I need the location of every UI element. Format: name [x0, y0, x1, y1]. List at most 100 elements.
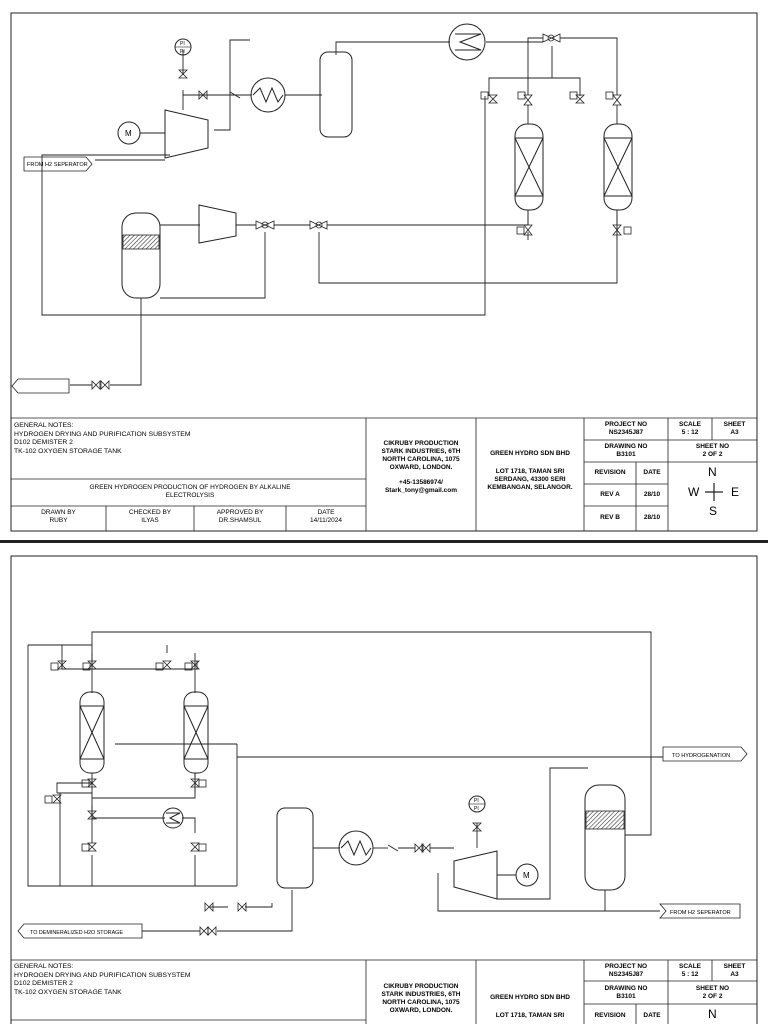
title-block-grid — [11, 417, 757, 531]
date-value: 14/11/2024 — [309, 517, 343, 524]
adsorber-column-1 — [79, 691, 105, 774]
to-demineralized-connector — [17, 923, 143, 939]
compass-n: N — [708, 465, 717, 479]
title-block-grid — [11, 959, 757, 1024]
motor — [515, 863, 539, 887]
separator-vessel — [584, 784, 626, 891]
sheet-no-value: 2 OF 2 — [702, 993, 723, 1000]
drawn-by-label: DRAWN BY — [41, 509, 76, 516]
date-label: DATE — [317, 509, 335, 516]
compass-e: E — [731, 485, 740, 499]
pi-label-bottom: PI — [180, 49, 185, 55]
rev-a: REV A — [600, 491, 620, 498]
to-demineralized-label: TO DEMINERALIZED H2O STORAGE — [30, 930, 123, 936]
rev-date-label: DATE — [643, 469, 661, 476]
scale-label: SCALE — [678, 421, 702, 428]
heat-exchanger-1 — [250, 77, 286, 113]
heat-exchanger-1 — [338, 830, 374, 866]
from-separator-connector — [23, 156, 93, 172]
compass-w: W — [688, 485, 700, 499]
from-separator-connector — [659, 903, 741, 919]
check-valve — [229, 91, 241, 99]
pressure-indicator — [174, 38, 192, 56]
sheet-border — [10, 555, 758, 1024]
adsorber-column-1 — [514, 123, 544, 211]
general-notes: GENERAL NOTES: HYDROGEN DRYING AND PURIF… — [14, 963, 191, 996]
sheet-value: A3 — [730, 971, 739, 978]
pi-label-top: PI — [474, 798, 479, 804]
drawn-by-value: RUBY — [49, 517, 68, 524]
compressor-2 — [198, 204, 237, 244]
approved-by-value: DR.SHAMSUL — [218, 517, 262, 524]
rev-b: REV B — [600, 514, 620, 521]
from-separator-label: FROM H2 SEPERATOR — [27, 162, 88, 168]
drawing-no-label: DRAWING NO — [604, 443, 648, 450]
compressor-1 — [164, 109, 209, 159]
drawing-no-value: B3101 — [616, 993, 636, 1000]
outlet-connector — [11, 378, 70, 394]
client-block: GREEN HYDRO SDN BHD LOT 1718, TAMAN SRI — [490, 994, 570, 1019]
checked-by-label: CHECKED BY — [128, 509, 172, 516]
pid-diagram-1: PI PI M — [10, 12, 758, 532]
motor-label: M — [125, 129, 132, 138]
project-no-value: NS2345J87 — [608, 971, 644, 978]
rev-b-date: 28/10 — [643, 514, 661, 521]
compressor — [453, 850, 498, 900]
knockout-drum — [319, 51, 353, 138]
process-lines — [41, 37, 618, 386]
to-hydrogenation-label: TO HYDROGENATION — [672, 753, 730, 759]
general-notes: GENERAL NOTES: HYDROGEN DRYING AND PURIF… — [14, 422, 191, 455]
scale-value: 5 : 12 — [681, 429, 699, 436]
compass-s: S — [709, 504, 718, 518]
heat-exchanger-2 — [448, 23, 486, 61]
project-no-label: PROJECT NO — [604, 963, 648, 970]
drawing-no-label: DRAWING NO — [604, 985, 648, 992]
revision-label: REVISION — [594, 469, 626, 476]
sheet-label: SHEET — [723, 421, 746, 428]
knockout-drum — [276, 807, 314, 889]
rev-date-label: DATE — [643, 1012, 661, 1019]
actuator-boxes — [44, 662, 207, 852]
checked-by-value: ILYAS — [141, 517, 159, 524]
pid-diagram-2: PI PI — [10, 555, 758, 1024]
compass-rose — [705, 483, 723, 501]
project-no-label: PROJECT NO — [604, 421, 648, 428]
sheet-no-label: SHEET NO — [695, 985, 730, 992]
from-separator-label: FROM H2 SEPERATOR — [670, 910, 731, 916]
to-hydrogenation-connector — [662, 746, 748, 762]
actuator-boxes — [480, 91, 632, 235]
revision-label: REVISION — [594, 1012, 626, 1019]
pi-label-bottom: PI — [474, 806, 479, 812]
scale-label: SCALE — [678, 963, 702, 970]
sheet-border — [10, 12, 758, 532]
designer-block: CIKRUBY PRODUCTION STARK INDUSTRIES, 6TH… — [381, 983, 461, 1014]
heat-exchanger-2 — [162, 807, 184, 829]
sheet-divider — [0, 540, 768, 543]
motor-label: M — [523, 871, 530, 880]
project-title: GREEN HYDROGEN PRODUCTION OF HYDROGEN BY… — [89, 484, 291, 499]
drawing-sheet-1: PI PI M — [10, 12, 758, 532]
client-block: GREEN HYDRO SDN BHD LOT 1718, TAMAN SRI … — [487, 450, 573, 491]
project-no-value: NS2345J87 — [608, 429, 644, 436]
gate-valves — [52, 660, 482, 936]
pressure-indicator — [468, 795, 486, 813]
check-valves — [387, 844, 399, 852]
sheet-label: SHEET — [723, 963, 746, 970]
drawing-sheet-2: PI PI — [0, 543, 768, 1024]
rev-a-date: 28/10 — [643, 491, 661, 498]
adsorber-column-2 — [603, 123, 633, 211]
designer-block: CIKRUBY PRODUCTION STARK INDUSTRIES, 6TH… — [381, 440, 461, 494]
scale-value: 5 : 12 — [681, 971, 699, 978]
sheet-value: A3 — [730, 429, 739, 436]
sheet-no-value: 2 OF 2 — [702, 451, 723, 458]
approved-by-label: APPROVED BY — [216, 509, 264, 516]
sheet-no-label: SHEET NO — [695, 443, 730, 450]
drawing-no-value: B3101 — [616, 451, 636, 458]
process-lines — [27, 631, 663, 932]
gate-valves — [91, 69, 622, 390]
compass-n: N — [708, 1007, 717, 1021]
control-valves — [255, 33, 561, 230]
pi-label-top: PI — [180, 41, 185, 47]
separator-vessel — [121, 212, 161, 299]
adsorber-column-2 — [183, 691, 209, 774]
